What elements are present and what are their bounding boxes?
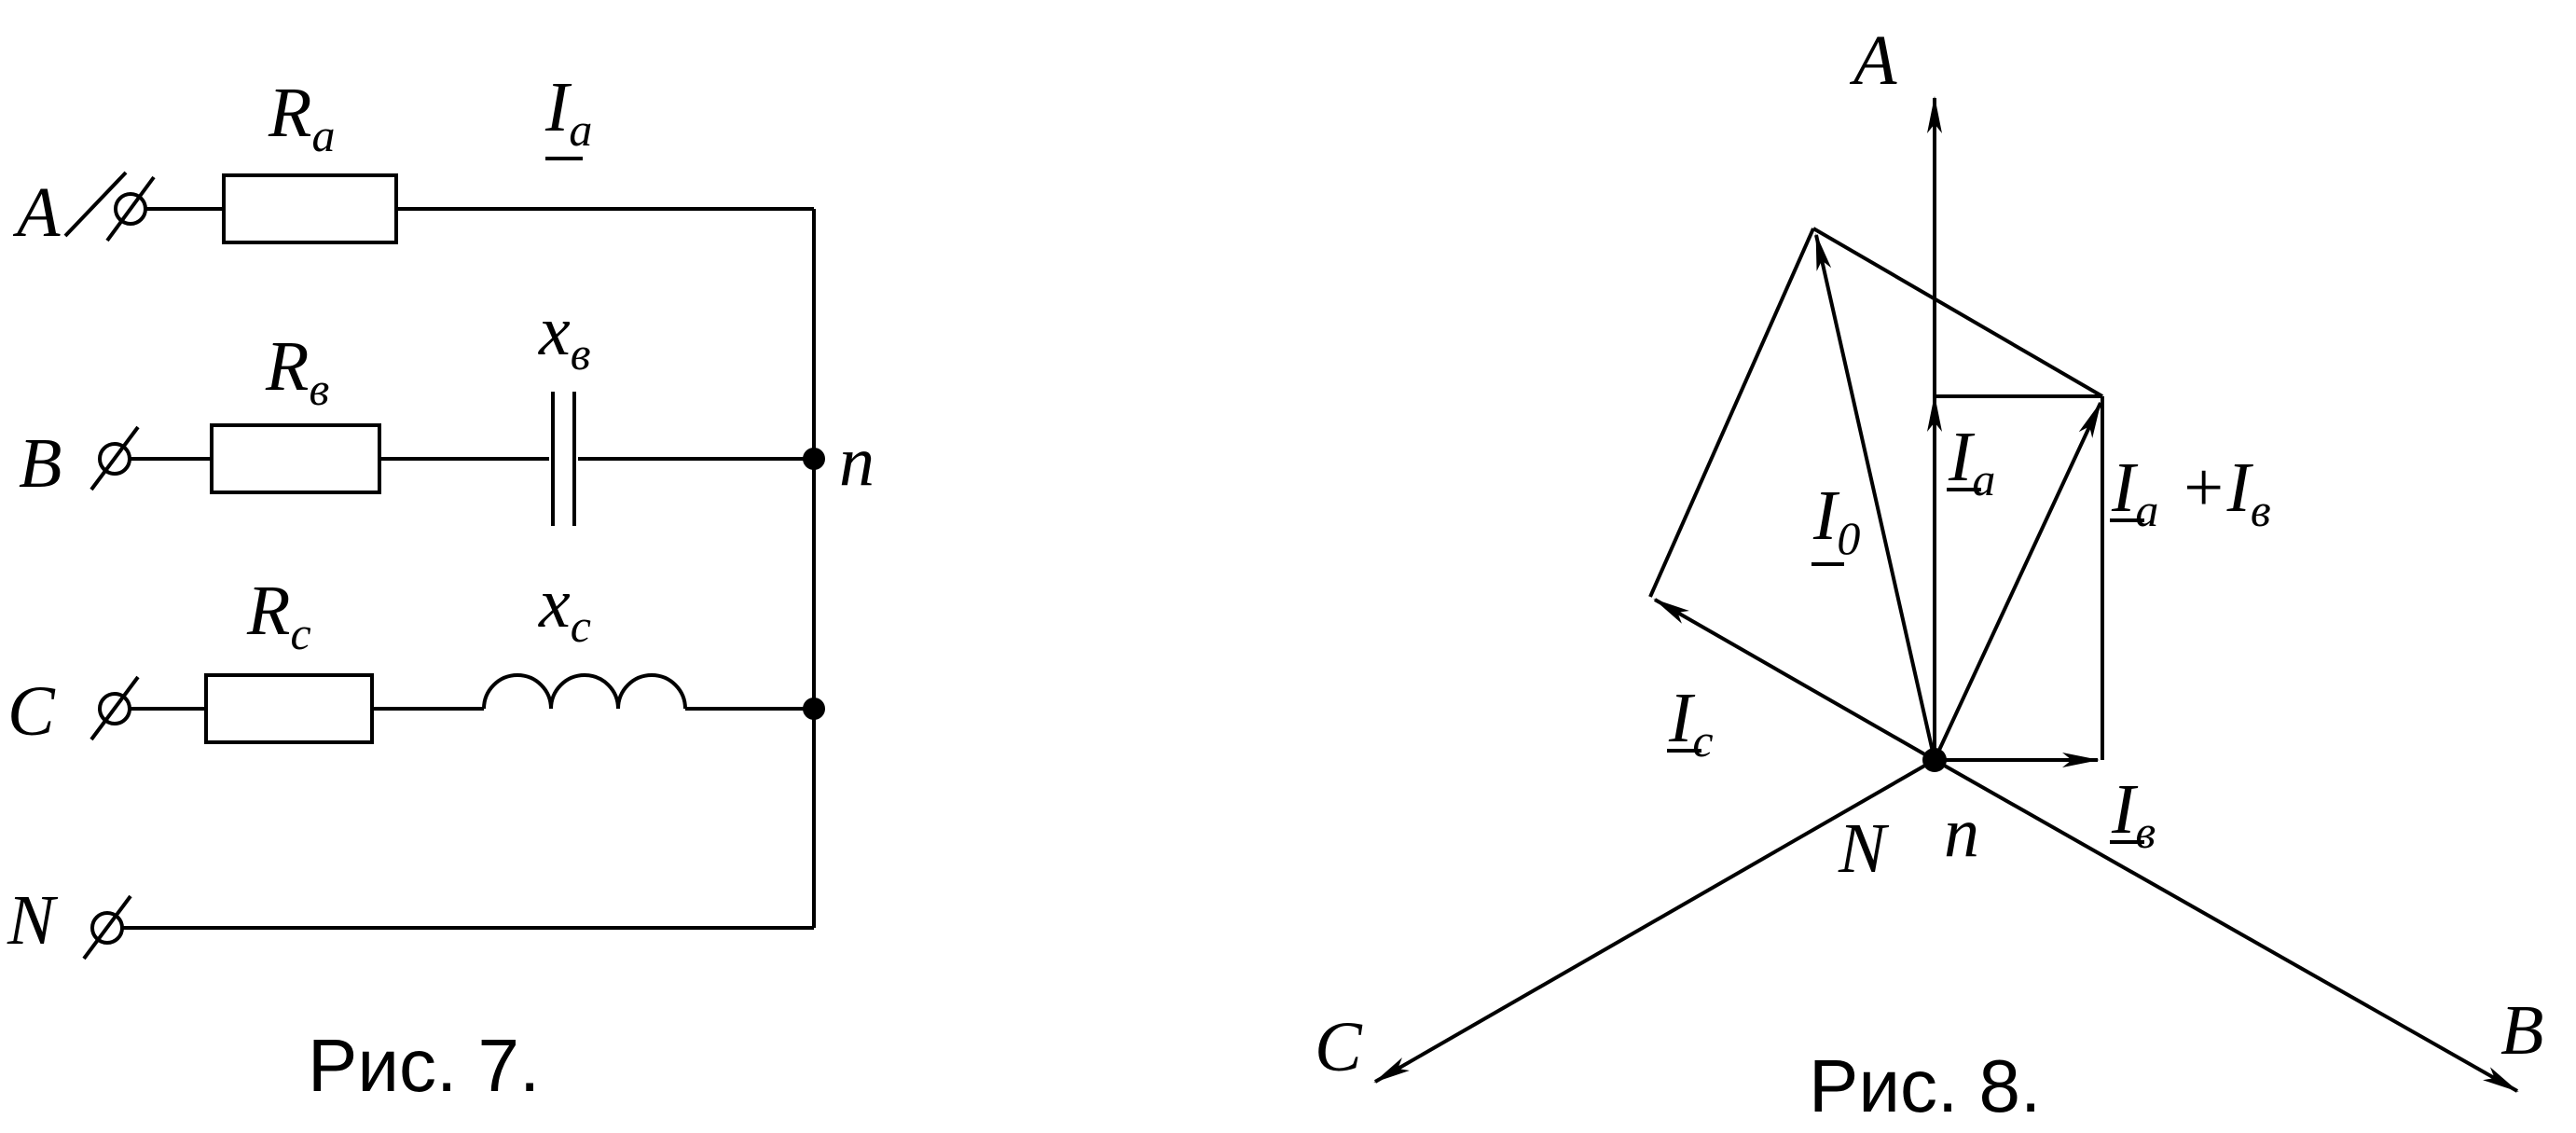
axis-a-label: A [1849, 21, 1897, 100]
rc-label: Rc [246, 572, 311, 659]
ic-label: Ic [1668, 679, 1714, 767]
terminal-n-label: N [7, 881, 59, 960]
rb-label: Rв [265, 327, 329, 415]
axis-c-label: C [1315, 1008, 1363, 1086]
neutral-branch [82, 894, 814, 960]
terminal-b-label: B [19, 424, 62, 503]
axis-b-label: B [2500, 991, 2543, 1070]
inductor-coil-icon [482, 673, 687, 710]
ia-plus-ib-label: Ia+Iв [2111, 449, 2271, 536]
phase-b-branch [90, 392, 825, 526]
phase-a-branch [63, 171, 814, 244]
ib-label: Iв [2111, 770, 2156, 858]
terminal-a-label: A [12, 173, 61, 252]
i0-phasor-arrow [1814, 233, 1936, 761]
phase-c-branch [90, 673, 825, 744]
xc-label: xc [538, 564, 591, 652]
fig7-caption: Рис. 7. [308, 1024, 540, 1107]
neutral-point-dot [1922, 748, 1947, 772]
construction-line [1648, 228, 1815, 598]
axis-c-arrow [1373, 758, 1935, 1084]
terminal-c-label: C [7, 672, 56, 751]
resistor-rc [204, 673, 374, 744]
ra-label: Ra [268, 74, 335, 161]
resistor-ra [222, 173, 398, 244]
circuit-figure: A B C N Ra Ia Rв xв n Rc xc Рис. 7. [7, 68, 875, 1107]
fig8-caption: Рис. 8. [1809, 1044, 2041, 1127]
ia-label: Ia [544, 68, 592, 156]
axis-b-arrow [1934, 758, 2519, 1093]
neutral-label: N [1838, 809, 1890, 888]
resistor-rb [210, 423, 381, 494]
ia-plus-ib-phasor-arrow [1933, 401, 2102, 761]
xb-label: xв [538, 292, 590, 380]
construction-line [1811, 227, 2104, 398]
ia-label: Ia [1948, 418, 1995, 505]
phasor-figure: A B C N n I0 Ia Ia+Iв Ic Iв Рис. 8. [1315, 21, 2543, 1127]
node-n-label: n [839, 422, 875, 501]
node-n-label: n [1944, 794, 1979, 872]
i0-label: I0 [1812, 477, 1860, 564]
ic-phasor-arrow [1653, 598, 1935, 762]
